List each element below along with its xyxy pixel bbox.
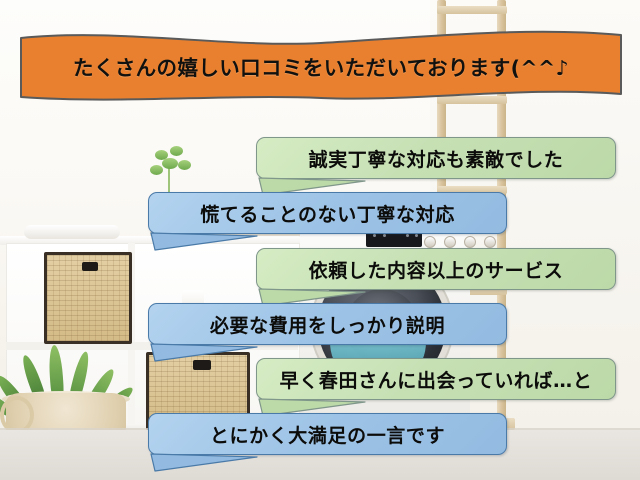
- white-shelf-object: [24, 225, 120, 239]
- callout-text-5: 早く春田さんに出会っていれば…と: [279, 369, 593, 392]
- sprout-leaf-2: [170, 146, 183, 156]
- callout-bubble-5: 早く春田さんに出会っていれば…と: [256, 358, 616, 417]
- basket-label-bottom: [193, 360, 211, 370]
- callout-bubble-1: 誠実丁寧な対応も素敵でした: [256, 137, 616, 196]
- ladder-shelf-step-3: [437, 186, 507, 194]
- callout-tail-6: [149, 453, 269, 474]
- callout-text-2: 慌てることのない丁寧な対応: [200, 203, 455, 226]
- callout-text-4: 必要な費用をしっかり説明: [209, 314, 446, 337]
- sprout-leaf-3: [162, 158, 178, 169]
- washing-machine-control-panel: [366, 230, 422, 247]
- callout-text-6: とにかく大満足の一言です: [209, 424, 446, 447]
- callout-text-1: 誠実丁寧な対応も素敵でした: [308, 148, 564, 171]
- sprout-leaf-1: [155, 150, 168, 160]
- ladder-shelf-step-4: [437, 286, 507, 295]
- ladder-shelf-step-1: [437, 6, 507, 14]
- banner-ribbon-shape: [20, 30, 622, 101]
- callout-tail-2: [149, 232, 269, 253]
- basket-label-top-left: [82, 262, 98, 271]
- callout-bubble-4: 必要な費用をしっかり説明: [148, 303, 507, 362]
- callout-tail-5: [257, 398, 377, 419]
- shelf-unit-top: [0, 236, 300, 245]
- sprout-leaf-4: [178, 160, 191, 170]
- banner-title-text: たくさんの嬉しい口コミをいただいております(^^♪: [72, 56, 570, 80]
- sprout-leaf-5: [150, 165, 163, 175]
- callout-text-3: 依頼した内容以上のサービス: [308, 259, 564, 282]
- headline-banner: たくさんの嬉しい口コミをいただいております(^^♪: [18, 26, 624, 106]
- callout-tail-1: [257, 177, 377, 198]
- ladder-shelf-step-2: [437, 96, 507, 104]
- callout-bubble-2: 慌てることのない丁寧な対応: [148, 192, 507, 251]
- washing-machine-knob-row: [424, 236, 510, 248]
- callout-tail-4: [149, 343, 269, 364]
- callout-tail-3: [257, 288, 377, 309]
- callout-bubble-6: とにかく大満足の一言です: [148, 413, 507, 472]
- callout-bubble-3: 依頼した内容以上のサービス: [256, 248, 616, 307]
